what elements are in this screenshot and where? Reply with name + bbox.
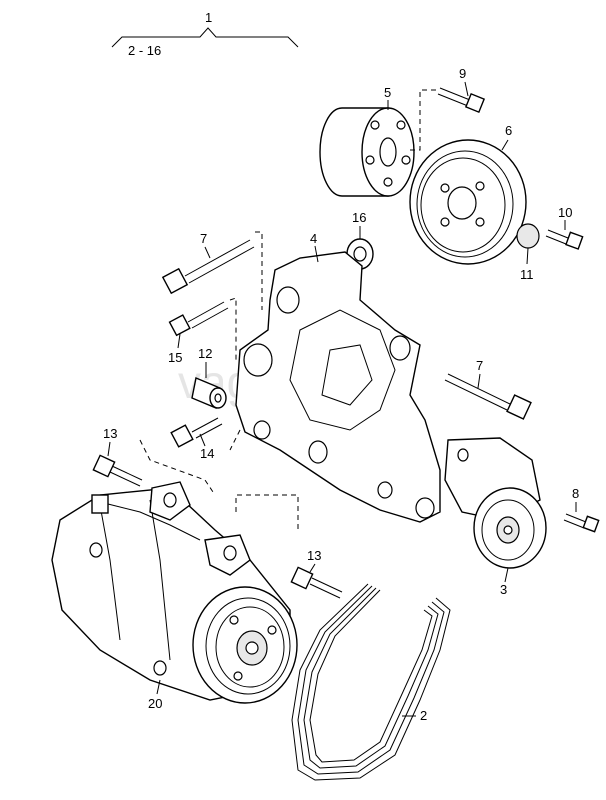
part-3-tensioner (444, 437, 547, 569)
label-20: 20 (148, 696, 162, 711)
part-12-sleeve (191, 377, 227, 409)
label-8: 8 (572, 486, 579, 501)
leader-13-lower (309, 563, 316, 573)
label-5: 5 (384, 85, 391, 100)
part-13-bolt-left (92, 454, 143, 487)
label-6: 6 (505, 123, 512, 138)
label-3: 3 (500, 582, 507, 597)
label-2: 2 (420, 708, 427, 723)
leader-14 (199, 433, 206, 447)
part-15-bolt (168, 301, 229, 337)
group-bracket (111, 27, 299, 48)
part-4-bracket (235, 251, 441, 523)
label-4: 4 (310, 231, 317, 246)
part-9-bolt (437, 87, 486, 114)
label-11: 11 (520, 267, 534, 282)
leader-13-left (107, 441, 111, 457)
dash-9-5 (410, 89, 436, 151)
part-5-pulley (319, 107, 415, 197)
part-10-bolt (545, 229, 584, 250)
part-20-compressor (51, 481, 298, 704)
part-14-bolt (170, 417, 223, 448)
label-7-right: 7 (476, 358, 483, 373)
leader-3 (504, 567, 509, 583)
dash-14b (229, 429, 241, 451)
leader-7-top (204, 246, 211, 259)
dash-7-top (255, 231, 263, 310)
label-1: 1 (205, 10, 212, 25)
label-16: 16 (352, 210, 366, 225)
label-1-range: 2 - 16 (128, 43, 161, 58)
leader-4 (314, 245, 319, 263)
leader-11 (526, 247, 529, 265)
part-11-cap (516, 223, 540, 249)
label-13-left: 13 (103, 426, 117, 441)
part-2-belt (291, 583, 451, 781)
leader-9 (464, 81, 469, 97)
label-13-lower: 13 (307, 548, 321, 563)
part-7-bolt-right (444, 373, 532, 420)
dash-13-lower (235, 494, 299, 530)
part-7-bolt-top (161, 239, 255, 295)
dash-15 (229, 297, 237, 360)
leader-6 (501, 139, 509, 151)
label-14: 14 (200, 446, 214, 461)
leader-15 (177, 333, 181, 349)
part-8-bolt (563, 513, 600, 533)
label-12: 12 (198, 346, 212, 361)
label-10: 10 (558, 205, 572, 220)
leader-20 (156, 679, 161, 695)
part-13-bolt-lower (290, 566, 343, 599)
part-6-belt-pulley (409, 139, 527, 265)
dash-14 (139, 439, 216, 496)
label-7-top: 7 (200, 231, 207, 246)
label-15: 15 (168, 350, 182, 365)
leader-7-right (477, 373, 481, 389)
label-9: 9 (459, 66, 466, 81)
